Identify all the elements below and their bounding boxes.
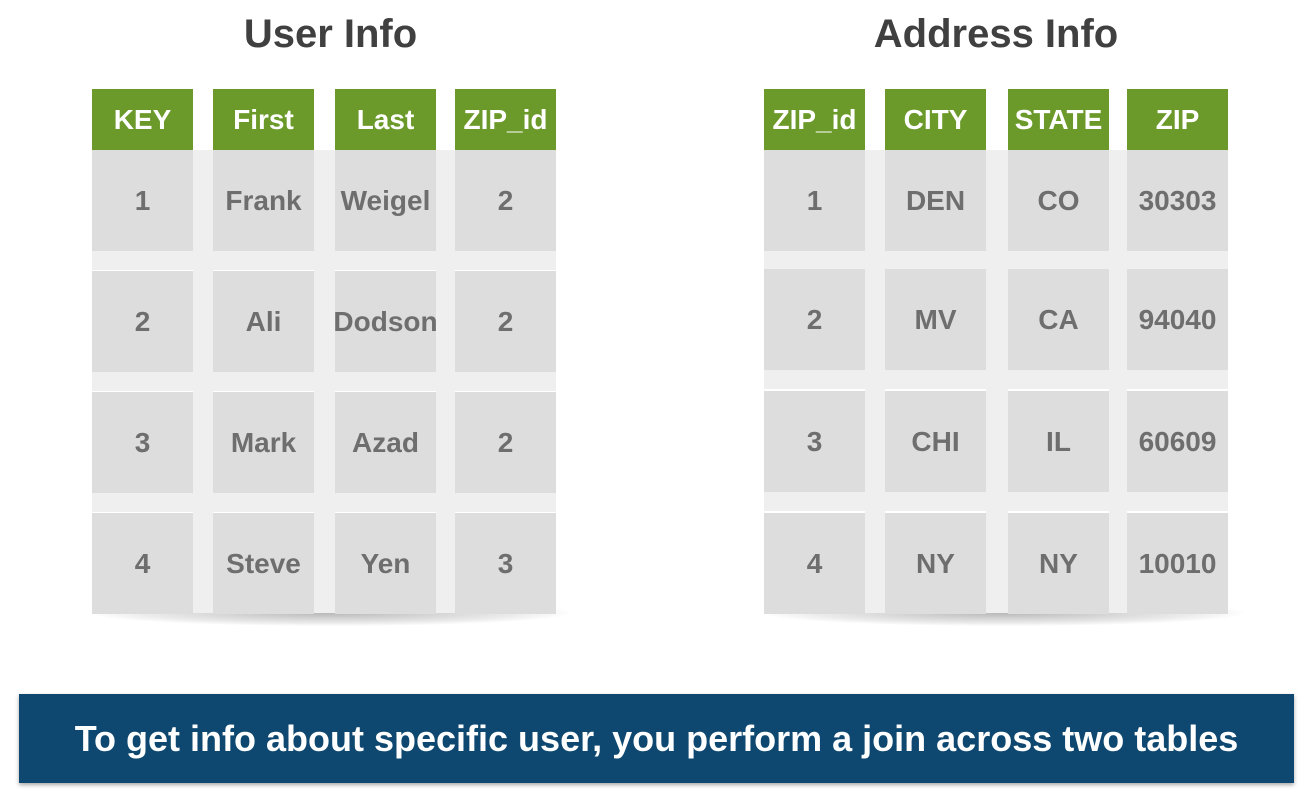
- user-table-cell: 2: [455, 150, 556, 251]
- address-table-cell: CA: [1008, 269, 1109, 370]
- address-table-column-gap: [865, 150, 885, 613]
- address-table-header-cell: STATE: [1008, 89, 1109, 150]
- user-table-cell: Weigel: [335, 150, 436, 251]
- address-table-cell: DEN: [885, 150, 986, 251]
- address-table-cell: NY: [885, 513, 986, 614]
- user-info-title: User Info: [243, 12, 418, 56]
- user-table-cell: Yen: [335, 513, 436, 614]
- user-table-cell: Frank: [213, 150, 314, 251]
- user-table-header-cell: Last: [335, 89, 436, 150]
- address-table-cell: 10010: [1127, 513, 1228, 614]
- user-table-cell: Steve: [213, 513, 314, 614]
- user-table-cell: 2: [455, 392, 556, 493]
- join-explanation-banner: To get info about specific user, you per…: [19, 694, 1294, 783]
- user-table-cell: 2: [455, 271, 556, 372]
- user-table-cell: 4: [92, 513, 193, 614]
- address-table-cell: 2: [764, 269, 865, 370]
- user-table-cell: 3: [455, 513, 556, 614]
- user-table-cell: 2: [92, 271, 193, 372]
- address-table-cell: 30303: [1127, 150, 1228, 251]
- user-table-column-gap: [314, 150, 335, 613]
- address-table-cell: 60609: [1127, 391, 1228, 492]
- address-table-header-cell: CITY: [885, 89, 986, 150]
- user-table-column-gap: [193, 150, 213, 613]
- banner-text: To get info about specific user, you per…: [74, 717, 1239, 759]
- address-table-cell: NY: [1008, 513, 1109, 614]
- address-table-cell: 3: [764, 391, 865, 492]
- user-table-column-gap: [436, 150, 455, 613]
- address-table-cell: 4: [764, 513, 865, 614]
- user-table-cell: Ali: [213, 271, 314, 372]
- address-table-cell: MV: [885, 269, 986, 370]
- user-table-cell: Azad: [335, 392, 436, 493]
- address-table-cell: CO: [1008, 150, 1109, 251]
- user-table-cell: 3: [92, 392, 193, 493]
- user-table-header-cell: KEY: [92, 89, 193, 150]
- address-table-column-gap: [1109, 150, 1127, 613]
- address-table-header-cell: ZIP: [1127, 89, 1228, 150]
- address-table-cell: IL: [1008, 391, 1109, 492]
- user-table-cell: 1: [92, 150, 193, 251]
- user-table-header-cell: ZIP_id: [455, 89, 556, 150]
- address-table-header-cell: ZIP_id: [764, 89, 865, 150]
- address-table-cell: CHI: [885, 391, 986, 492]
- address-table-column-gap: [986, 150, 1008, 613]
- address-table-cell: 1: [764, 150, 865, 251]
- address-table-cell: 94040: [1127, 269, 1228, 370]
- address-info-title: Address Info: [873, 12, 1119, 56]
- user-table-cell: Dodson: [333, 271, 438, 372]
- user-table-cell: Mark: [213, 392, 314, 493]
- user-table-header-cell: First: [213, 89, 314, 150]
